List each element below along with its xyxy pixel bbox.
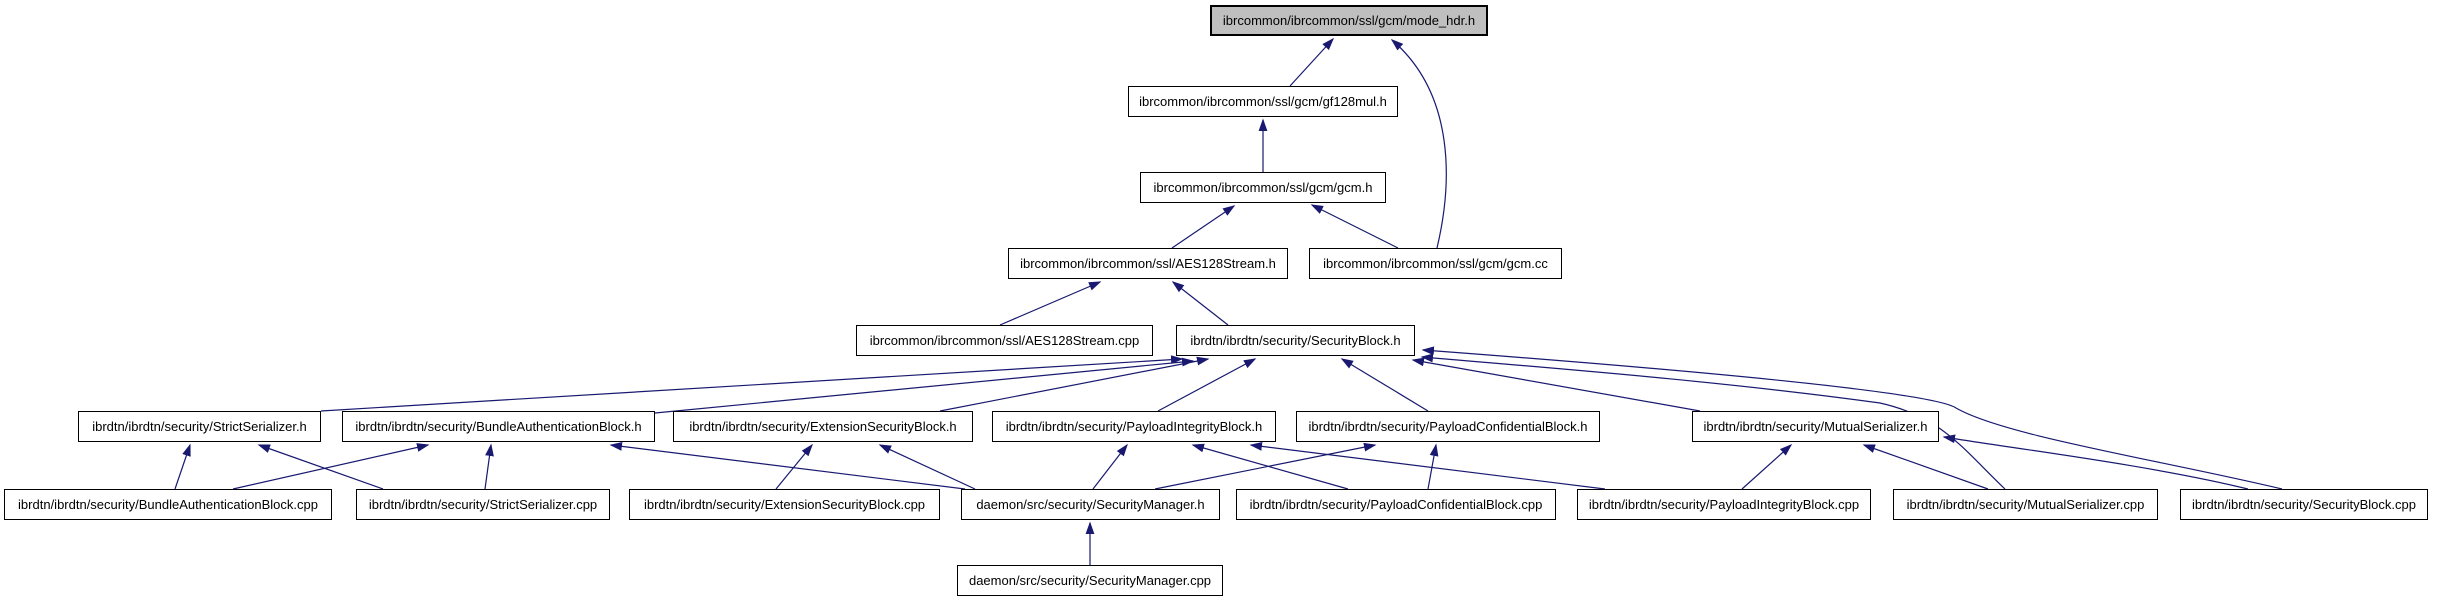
edge-ms_cpp-to-ms_h xyxy=(1862,444,1989,490)
edge-sm_h-to-pcb_h xyxy=(1154,442,1377,490)
graph-node-bab_h[interactable]: ibrdtn/ibrdtn/security/BundleAuthenticat… xyxy=(342,411,655,442)
edge-sb_cpp-to-ms_h xyxy=(1942,434,2249,490)
edge-aes_h-to-gcm_h xyxy=(1171,205,1236,249)
graph-node-ms_cpp[interactable]: ibrdtn/ibrdtn/security/MutualSerializer.… xyxy=(1893,489,2158,520)
edge-aes_cpp-to-aes_h xyxy=(999,281,1102,326)
edge-sm_h-to-pib_h xyxy=(1092,443,1128,490)
edge-gf128mul-to-mode_hdr xyxy=(1289,37,1335,87)
edge-pcb_cpp-to-pib_h xyxy=(1191,443,1349,490)
edge-esb_cpp-to-esb_h xyxy=(775,443,813,490)
graph-node-pcb_cpp[interactable]: ibrdtn/ibrdtn/security/PayloadConfidenti… xyxy=(1236,489,1556,520)
graph-node-esb_h[interactable]: ibrdtn/ibrdtn/security/ExtensionSecurity… xyxy=(673,411,973,442)
graph-node-aes_cpp[interactable]: ibrcommon/ibrcommon/ssl/AES128Stream.cpp xyxy=(856,325,1153,356)
graph-node-pcb_h[interactable]: ibrdtn/ibrdtn/security/PayloadConfidenti… xyxy=(1296,411,1600,442)
edge-gcm_cc-to-mode_hdr xyxy=(1390,39,1447,249)
edge-pcb_cpp-to-pcb_h xyxy=(1427,443,1439,490)
graph-node-sb_cpp[interactable]: ibrdtn/ibrdtn/security/SecurityBlock.cpp xyxy=(2180,489,2428,520)
edge-ms_cpp-to-sb_h xyxy=(1420,353,2006,490)
edge-ss_h-to-sb_h xyxy=(320,355,1184,412)
graph-node-sb_h[interactable]: ibrdtn/ibrdtn/security/SecurityBlock.h xyxy=(1176,325,1415,356)
graph-node-ss_h[interactable]: ibrdtn/ibrdtn/security/StrictSerializer.… xyxy=(78,411,321,442)
graph-node-sm_h[interactable]: daemon/src/security/SecurityManager.h xyxy=(961,489,1220,520)
edge-sm_h-to-bab_h xyxy=(609,441,966,490)
graph-node-ms_h[interactable]: ibrdtn/ibrdtn/security/MutualSerializer.… xyxy=(1692,411,1939,442)
edge-gcm_cc-to-gcm_h xyxy=(1310,204,1399,249)
graph-node-gf128mul[interactable]: ibrcommon/ibrcommon/ssl/gcm/gf128mul.h xyxy=(1128,86,1398,117)
edge-pib_cpp-to-pib_h xyxy=(1249,441,1606,490)
graph-node-gcm_h[interactable]: ibrcommon/ibrcommon/ssl/gcm/gcm.h xyxy=(1140,172,1386,203)
graph-node-mode_hdr[interactable]: ibrcommon/ibrcommon/ssl/gcm/mode_hdr.h xyxy=(1210,5,1488,36)
edge-sb_h-to-aes_h xyxy=(1171,281,1229,326)
edge-ms_h-to-sb_h xyxy=(1411,357,1701,412)
graph-node-sm_cpp[interactable]: daemon/src/security/SecurityManager.cpp xyxy=(957,565,1223,596)
graph-node-pib_cpp[interactable]: ibrdtn/ibrdtn/security/PayloadIntegrityB… xyxy=(1577,489,1871,520)
edge-bab_h-to-sb_h xyxy=(654,357,1195,414)
edge-ss_cpp-to-bab_h xyxy=(484,443,494,490)
edge-esb_h-to-sb_h xyxy=(939,356,1210,412)
graph-node-ss_cpp[interactable]: ibrdtn/ibrdtn/security/StrictSerializer.… xyxy=(356,489,610,520)
edge-pcb_h-to-sb_h xyxy=(1340,358,1429,412)
edge-sm_h-to-esb_h xyxy=(878,444,976,490)
edge-sb_cpp-to-sb_h xyxy=(1421,346,2283,490)
edge-bab_cpp-to-ss_h xyxy=(174,443,191,490)
graph-node-gcm_cc[interactable]: ibrcommon/ibrcommon/ssl/gcm/gcm.cc xyxy=(1309,248,1562,279)
graph-node-aes_h[interactable]: ibrcommon/ibrcommon/ssl/AES128Stream.h xyxy=(1008,248,1288,279)
edge-pib_cpp-to-ms_h xyxy=(1741,443,1793,490)
edge-bab_cpp-to-bab_h xyxy=(232,443,430,490)
edge-ss_cpp-to-ss_h xyxy=(257,444,384,490)
graph-node-pib_h[interactable]: ibrdtn/ibrdtn/security/PayloadIntegrityB… xyxy=(992,411,1276,442)
graph-node-esb_cpp[interactable]: ibrdtn/ibrdtn/security/ExtensionSecurity… xyxy=(629,489,940,520)
graph-node-bab_cpp[interactable]: ibrdtn/ibrdtn/security/BundleAuthenticat… xyxy=(4,489,332,520)
edge-pib_h-to-sb_h xyxy=(1157,358,1257,412)
